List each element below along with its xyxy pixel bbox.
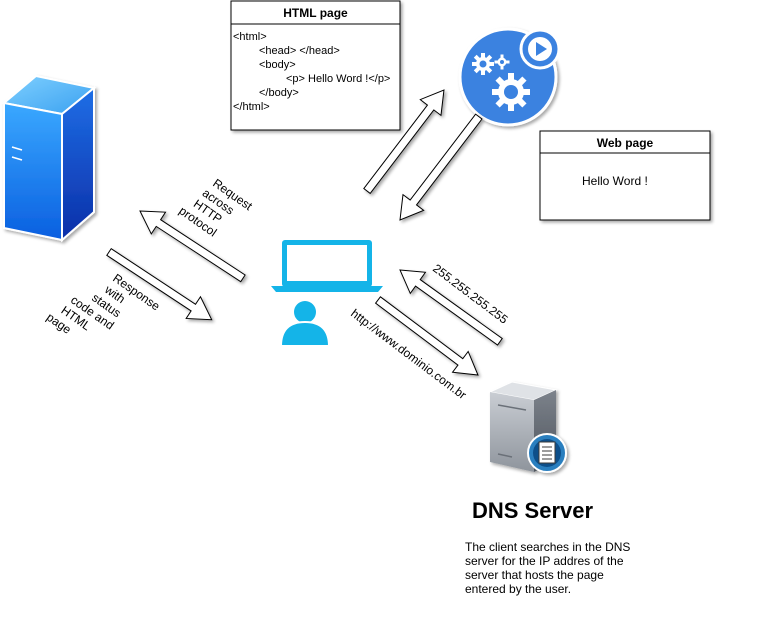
html-code-line: <p> Hello Word !</p>	[286, 73, 390, 85]
web-page-content: Hello Word !	[582, 174, 648, 188]
gears-play-icon	[458, 27, 561, 127]
html-code-line: <body>	[259, 59, 296, 71]
html-page-box	[230, 0, 401, 131]
response-arrow	[106, 247, 213, 321]
web-page-box	[539, 130, 711, 221]
html-code-line: </html>	[233, 101, 270, 113]
dns-description-line: entered by the user.	[465, 582, 571, 596]
html-code-line: <head> </head>	[259, 45, 340, 57]
app-to-client-arrow	[399, 113, 483, 221]
dns-server-icon	[488, 381, 567, 473]
web-page-title: Web page	[597, 136, 654, 150]
client-laptop-user-icon	[271, 240, 383, 347]
html-code-line: </body>	[259, 87, 299, 99]
dns-description-line: The client searches in the DNS	[465, 540, 630, 554]
ip-response-arrow	[399, 269, 503, 346]
html-code-line: <html>	[233, 31, 267, 43]
web-server-icon	[1, 74, 97, 243]
request-to-app-arrow	[363, 89, 445, 195]
dns-description-line: server for the IP addres of the	[465, 554, 624, 568]
html-page-title: HTML page	[283, 6, 348, 20]
dns-server-title: DNS Server	[472, 498, 594, 523]
request-arrow	[139, 210, 246, 283]
url-query-arrow	[374, 296, 479, 376]
dns-description-line: server that hosts the page	[465, 568, 604, 582]
